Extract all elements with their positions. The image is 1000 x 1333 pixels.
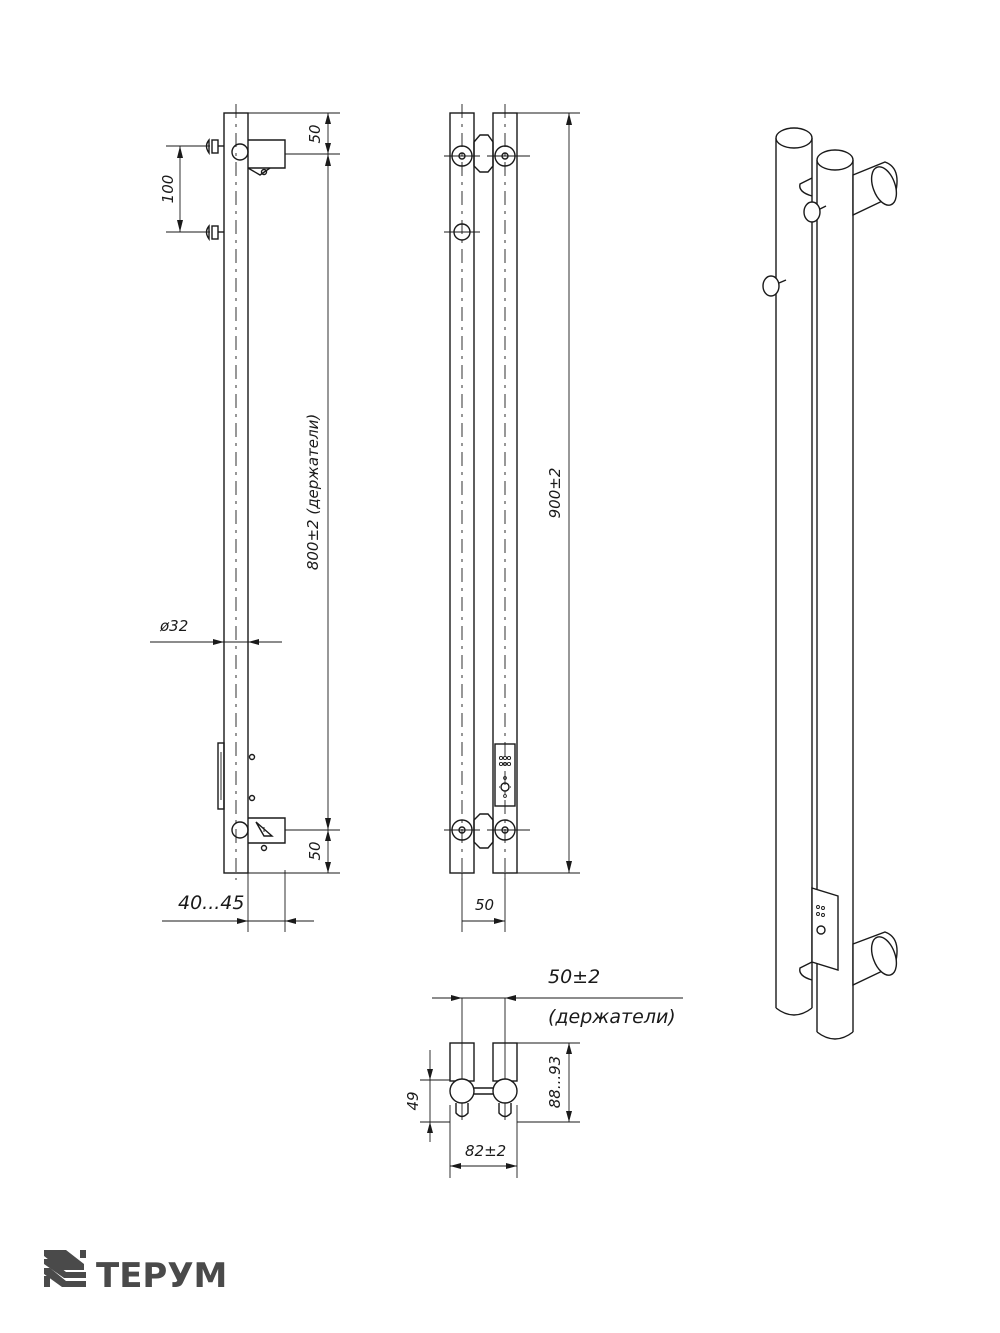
iso-pipe-front-top xyxy=(816,149,854,171)
dim-wall-gap: 40...45 xyxy=(162,870,314,932)
front-holder-bottom-left xyxy=(444,819,480,841)
top-pipe-left xyxy=(449,1078,475,1104)
dim-bottom-label: 50 xyxy=(306,841,324,860)
dim-offset: 49 xyxy=(404,1050,450,1142)
side-control-unit xyxy=(217,742,256,810)
dim-800-label: 800±2 (держатели) xyxy=(304,414,322,570)
side-view: 100 50 800±2 (держатели) 50 xyxy=(150,104,340,932)
power-button-icon xyxy=(500,782,510,792)
front-view: 900±2 50 xyxy=(444,104,580,932)
dim-50-2-note: (держатели) xyxy=(548,1006,676,1028)
top-pipe-right xyxy=(492,1078,518,1104)
dim-diameter-label: ø32 xyxy=(159,617,188,635)
brand-logo: ТЕРУМ xyxy=(44,1250,227,1296)
front-holder-bottom-right xyxy=(487,819,530,841)
front-holder-top-left xyxy=(444,145,480,167)
dim-total-height: 900±2 xyxy=(517,112,580,874)
dim-top: 50 xyxy=(248,112,340,155)
isometric-view xyxy=(762,127,898,1040)
dim-bottom: 50 xyxy=(248,830,340,874)
iso-power-button-icon xyxy=(816,925,826,935)
dim-width-label: 82±2 xyxy=(465,1142,506,1160)
dim-depth-label: 88...93 xyxy=(546,1056,564,1108)
brand-name: ТЕРУМ xyxy=(96,1256,227,1296)
side-holder-top xyxy=(231,139,286,176)
side-holder-bottom xyxy=(231,817,286,852)
wall-stud-top xyxy=(205,138,224,156)
top-view: 50±2 (держатели) 88...93 49 xyxy=(404,966,683,1178)
front-connector-top xyxy=(473,134,494,173)
dim-wall-gap-label: 40...45 xyxy=(178,892,244,914)
iso-stud-bottom xyxy=(762,275,780,297)
dim-holder-spacing: 50±2 (держатели) xyxy=(432,966,683,1028)
front-control-unit xyxy=(494,743,516,807)
dim-holders-height: 800±2 (держатели) xyxy=(285,154,340,831)
dim-900-label: 900±2 xyxy=(546,468,564,519)
terum-logo-icon xyxy=(44,1250,86,1287)
dim-pipe-spacing-label: 50 xyxy=(475,896,494,914)
dim-depth: 88...93 xyxy=(517,1042,580,1123)
dim-diameter: ø32 xyxy=(150,617,282,645)
iso-pipe-back-top xyxy=(775,127,813,149)
dim-width: 82±2 xyxy=(449,1105,518,1178)
dim-top-label: 50 xyxy=(306,124,324,143)
dim-pipe-spacing: 50 xyxy=(461,873,506,932)
dim-50-2-label: 50±2 xyxy=(548,966,600,988)
dim-holder-pitch: 100 xyxy=(159,145,210,233)
front-wall-stud xyxy=(444,223,480,241)
front-connector-bottom xyxy=(473,813,494,849)
front-holder-top-right xyxy=(487,145,530,167)
dim-offset-label: 49 xyxy=(404,1091,422,1110)
wall-stud-bottom xyxy=(205,224,224,242)
dim-100-label: 100 xyxy=(159,175,177,204)
iso-control-unit xyxy=(811,887,839,971)
iso-stud-top xyxy=(803,201,821,223)
